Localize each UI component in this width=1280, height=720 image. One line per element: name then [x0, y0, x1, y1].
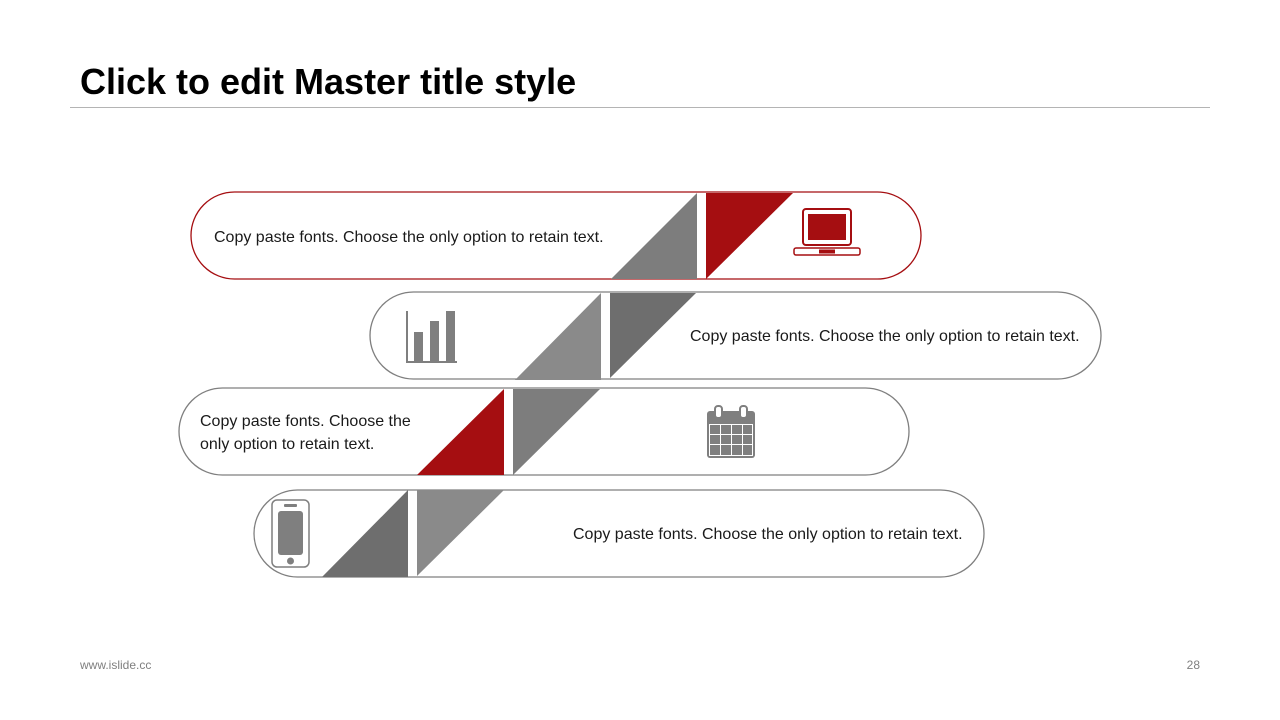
item-4-text[interactable]: Copy paste fonts. Choose the only option… — [573, 526, 963, 543]
laptop-icon — [793, 208, 861, 256]
item-2-text[interactable]: Copy paste fonts. Choose the only option… — [690, 328, 1080, 345]
slide-title[interactable]: Click to edit Master title style — [80, 61, 577, 102]
stair-triangle-1a — [611, 193, 697, 279]
stair-triangle-3b — [513, 389, 600, 475]
item-1-text[interactable]: Copy paste fonts. Choose the only option… — [214, 229, 604, 246]
title-divider — [70, 107, 1210, 108]
calendar-icon — [707, 405, 755, 458]
stair-triangle-2a — [515, 293, 601, 380]
footer-url: www.islide.cc — [80, 658, 152, 672]
smartphone-icon — [271, 499, 310, 568]
stair-triangle-2b — [610, 293, 696, 378]
stair-triangle-4b — [417, 490, 504, 576]
stair-triangle-1b — [706, 193, 793, 279]
stair-triangle-3a — [417, 389, 504, 475]
stair-triangle-4a — [322, 490, 408, 577]
item-3-text[interactable]: Copy paste fonts. Choose the only option… — [200, 413, 411, 453]
page-number: 28 — [1186, 658, 1200, 672]
bar-chart-icon — [406, 311, 457, 363]
